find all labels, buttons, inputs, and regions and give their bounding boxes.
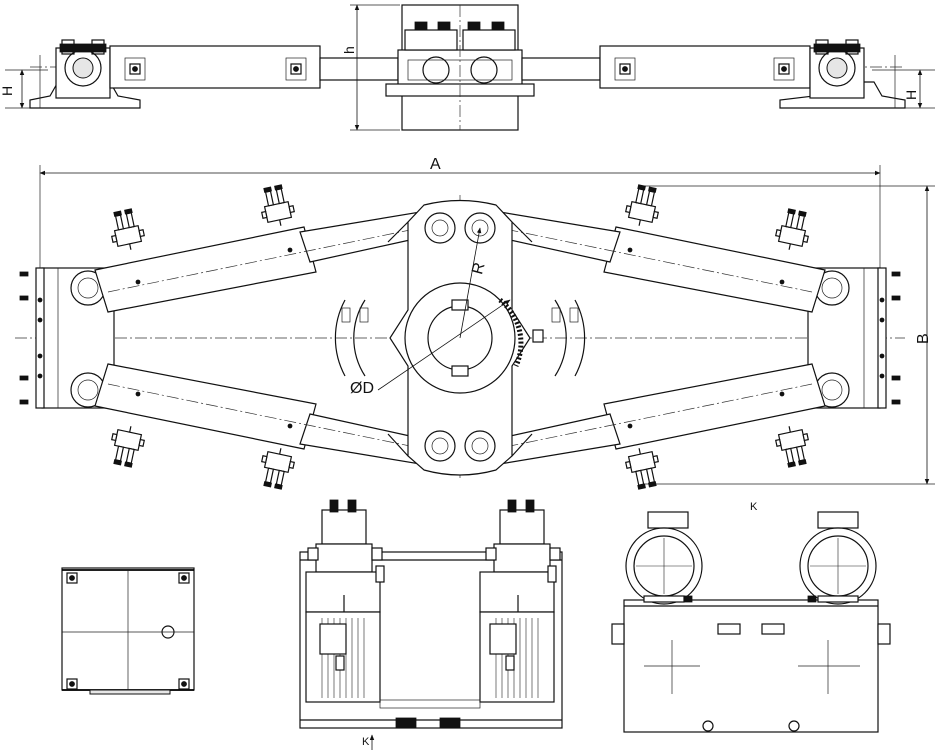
- plan-view: A B: [15, 156, 935, 492]
- view-label-K-bottom: K: [362, 736, 370, 748]
- central-plate: R ØD: [350, 199, 533, 476]
- dim-label-D: ØD: [350, 380, 374, 397]
- view-label-K-top: K: [750, 501, 758, 513]
- dim-label-h: h: [341, 46, 357, 54]
- electric-motor-icon: [479, 611, 555, 703]
- base-plan-view: [61, 567, 195, 695]
- dim-label-H-left: H: [0, 86, 15, 96]
- left-column: [19, 267, 115, 409]
- arm-upper-left: [94, 211, 429, 313]
- top-elevation-view: H H h: [0, 4, 935, 131]
- dim-label-R: R: [469, 261, 488, 277]
- left-arm: [109, 45, 399, 89]
- dim-label-B: B: [915, 333, 932, 344]
- right-base: [779, 39, 906, 109]
- electric-motor-icon: [799, 511, 877, 605]
- electric-motor-icon: [625, 511, 703, 605]
- right-arm: [521, 45, 811, 89]
- valve-tower-left: [307, 499, 383, 573]
- valve-tower-right: [485, 499, 561, 573]
- dim-label-A: A: [430, 156, 441, 173]
- left-base: [29, 39, 141, 109]
- center-drum: [385, 4, 535, 131]
- arm-lower-right: [491, 363, 826, 465]
- dim-label-H-right: H: [903, 90, 919, 100]
- hydraulic-station-side: K: [611, 501, 891, 733]
- electric-motor-icon: [305, 611, 381, 703]
- hydraulic-station-front: K: [299, 499, 563, 750]
- brake-shoe-left: [334, 299, 369, 377]
- arm-upper-right: [491, 211, 826, 313]
- brake-shoe-right: [532, 299, 586, 377]
- arm-lower-left: [94, 363, 429, 465]
- right-column: [807, 267, 901, 409]
